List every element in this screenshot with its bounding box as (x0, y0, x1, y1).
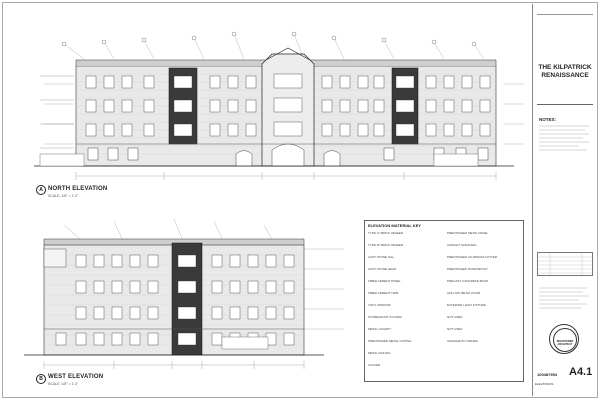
material-key-item: VINYL WINDOW (368, 303, 391, 307)
title-divider (537, 104, 593, 105)
material-key-item: PREFINISHED DOWNSPOUT (447, 267, 488, 271)
north-elevation-scale: SCALE: 1/8" = 1'-0" (48, 194, 79, 198)
material-key-item: HOLLOW METAL DOOR (447, 291, 481, 295)
material-key-item: SIGNAGE BY OWNER (447, 339, 478, 343)
notes-heading: NOTES: (539, 117, 557, 122)
north-elevation-marker: A (36, 185, 46, 195)
revision-grid (538, 253, 594, 277)
material-key-item: METAL CANOPY (368, 327, 392, 331)
material-key-item: PREFINISHED ALUMINUM GUTTER (447, 255, 498, 259)
north-elevation-drawing (34, 31, 524, 180)
sheet-number: A4.1 (569, 366, 593, 378)
architect-seal-inner: REGISTERED ARCHITECT (553, 328, 577, 352)
architect-seal: REGISTERED ARCHITECT (549, 324, 579, 354)
material-key-item: FIBER CEMENT TRIM (368, 291, 399, 295)
material-key-item: PRECAST CONCRETE BAND (447, 279, 488, 283)
material-key-item: TYPE 'B' BRICK VENEER (368, 243, 403, 247)
west-elevation-title: WEST ELEVATION (48, 374, 104, 380)
west-elevation-scale: SCALE: 1/8" = 1'-0" (48, 382, 79, 386)
drawing-area: A NORTH ELEVATION SCALE: 1/8" = 1'-0" (4, 4, 530, 396)
revision-table (537, 252, 594, 277)
material-key-item: FIBER CEMENT PANEL (368, 279, 401, 283)
material-key-item: NOT USED (447, 315, 463, 319)
material-key-heading: ELEVATION MATERIAL KEY (368, 223, 422, 228)
material-key-item: EXTERIOR LIGHT FIXTURE (447, 303, 486, 307)
material-key-item: METAL RAILING (368, 351, 391, 355)
north-elevation-title: NORTH ELEVATION (48, 186, 108, 192)
seal-text: REGISTERED ARCHITECT (556, 340, 574, 346)
title-block: THE KILPATRICK RENAISSANCE NOTES: REGIST… (532, 4, 596, 396)
material-key-item: TYPE 'A' BRICK VENEER (368, 231, 403, 235)
sheet-title: ELEVATIONS (535, 382, 554, 386)
west-elevation-drawing (24, 218, 344, 369)
header-bar (537, 14, 593, 15)
notes-lines (539, 125, 589, 151)
material-key-box: ELEVATION MATERIAL KEY TYPE 'A' BRICK VE… (364, 220, 524, 382)
project-title-line2: RENAISSANCE (541, 72, 589, 79)
material-key-item: NOT USED (447, 327, 463, 331)
west-elevation-marker: B (36, 374, 46, 384)
material-key-item: CAST STONE HEAD (368, 267, 397, 271)
material-key-item: PREFINISHED METAL PANEL (447, 231, 489, 235)
material-key-item: STOREFRONT SYSTEM (368, 315, 402, 319)
material-key-item: PREFINISHED METAL COPING (368, 339, 412, 343)
material-key-item: LOUVER (368, 363, 381, 367)
material-key-item: CAST STONE SILL (368, 255, 395, 259)
job-number: 100487954 (537, 372, 558, 377)
material-key-item: ASPHALT SHINGLES (447, 243, 477, 247)
project-title-line1: THE KILPATRICK (538, 64, 592, 71)
notes-lines-lower (539, 287, 589, 309)
